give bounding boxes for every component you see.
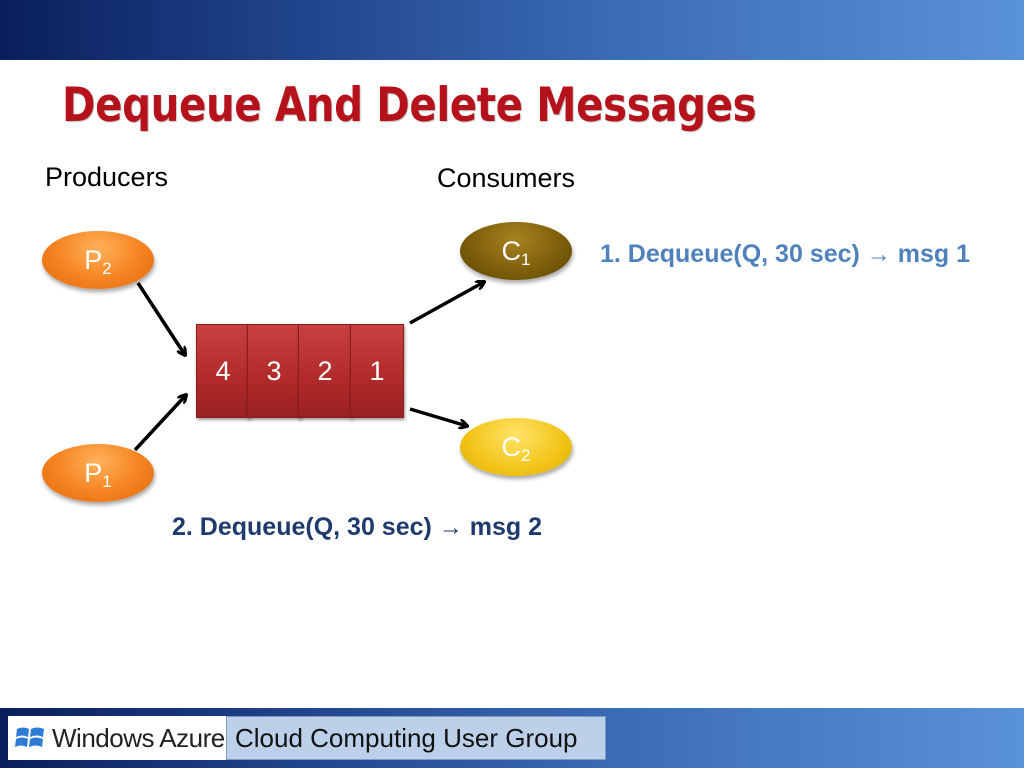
- consumers-label: Consumers: [437, 163, 576, 193]
- header-band: [0, 0, 1024, 60]
- queue-message: 4: [196, 324, 250, 418]
- consumer-c2-index: 2: [521, 446, 531, 465]
- producer-p2-letter: P: [84, 244, 103, 275]
- queue-message: 2: [298, 324, 352, 418]
- consumer-c1-index: 1: [521, 250, 531, 269]
- arrow-queue-to-c2: [409, 407, 467, 426]
- arrow-p1-to-queue: [133, 395, 186, 452]
- arrow-queue-to-c1: [409, 282, 484, 325]
- slide-title: Dequeue And Delete Messages: [62, 78, 757, 133]
- step-1-annotation: 1. Dequeue(Q, 30 sec) → msg 1: [600, 240, 970, 269]
- step-1-result: msg 1: [897, 240, 970, 268]
- queue-message: 1: [350, 324, 404, 418]
- queue-message: 3: [247, 324, 301, 418]
- user-group-text: Cloud Computing User Group: [235, 722, 578, 753]
- brand-text: Windows Azure: [52, 722, 225, 753]
- step-2-text: 2. Dequeue(Q, 30 sec): [172, 513, 432, 541]
- step-2-result: msg 2: [469, 513, 542, 541]
- step-1-arrow-icon: →: [866, 241, 891, 268]
- windows-azure-logo: Windows Azure: [8, 716, 226, 760]
- producers-label: Producers: [45, 162, 169, 192]
- arrow-p2-to-queue: [136, 282, 185, 355]
- consumer-c2-letter: C: [501, 431, 522, 462]
- step-1-text: 1. Dequeue(Q, 30 sec): [600, 240, 860, 268]
- step-2-annotation: 2. Dequeue(Q, 30 sec) → msg 2: [172, 513, 542, 542]
- producer-p1-index: 1: [102, 472, 112, 491]
- user-group-banner: Cloud Computing User Group: [226, 716, 606, 760]
- producer-p2-index: 2: [102, 259, 112, 278]
- producer-p1-letter: P: [84, 457, 103, 488]
- consumer-c1-letter: C: [501, 235, 522, 266]
- windows-flag-icon: [15, 727, 44, 747]
- step-2-arrow-icon: →: [438, 514, 463, 541]
